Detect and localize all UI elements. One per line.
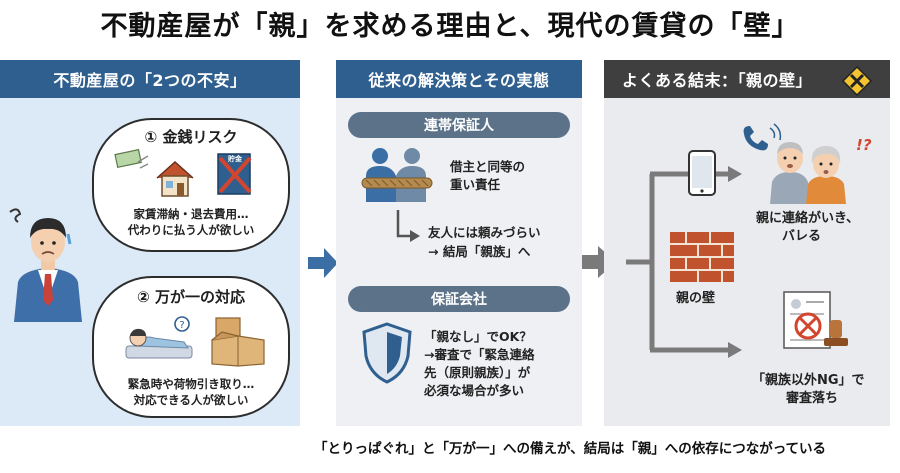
outcome2-line2: 審査落ち <box>786 391 839 406</box>
risk1-line2: 代わりに払う人が欲しい <box>127 223 255 237</box>
handshake-rope-icon <box>361 148 433 202</box>
book-label: 貯金 <box>228 155 242 163</box>
company-line3: 先（原則親族）」が <box>424 365 531 380</box>
shield-icon <box>362 322 412 384</box>
boxes-icon <box>211 317 265 367</box>
risk1-title: ① 金銭リスク <box>144 128 238 146</box>
page-title: 不動産屋が「親」を求める理由と、現代の賃貸の「壁」 <box>100 11 800 42</box>
surprise-mark: !? <box>856 136 872 154</box>
phone-icon <box>688 150 716 196</box>
sick-person-icon: ? <box>125 316 193 359</box>
risk2-line1: 緊急時や荷物引き取り… <box>127 377 255 391</box>
arrow-right-1 <box>308 248 338 278</box>
joint-guarantor-label: 連帯保証人 <box>348 112 570 138</box>
company-line1: 「親なし」でOK？ <box>424 329 532 344</box>
book-icon <box>217 153 252 195</box>
joint-line4: → 結局「親族」へ <box>428 244 531 259</box>
risk1-cloud: ① 金銭リスク 家賃滞納・退去費用… 代わりに払う人が欲しい <box>92 118 290 252</box>
parents-icon <box>743 123 846 204</box>
panel-outcome-header: よくある結末：「親の壁」 <box>604 60 890 98</box>
risk2-title: ② 万が一の対応 <box>137 288 245 306</box>
outcome1-line1: 親に連絡がいき、 <box>756 211 860 226</box>
risk2-line2: 対応できる人が欲しい <box>133 393 249 407</box>
money-icon <box>114 148 149 169</box>
joint-line2: 重い責任 <box>450 177 501 192</box>
outcome1-line2: バレる <box>782 229 822 244</box>
footer-caption: 「とりっぱぐれ」と「万が一」への備えが、結局は「親」への依存につながっている <box>314 441 827 457</box>
panel-anxieties-header: 不動産屋の「2つの不安」 <box>0 60 300 98</box>
warning-sign-icon <box>841 65 873 97</box>
company-line2: →審査で「緊急連絡 <box>424 347 535 362</box>
brick-wall-icon <box>670 232 734 282</box>
house-icon <box>156 160 194 197</box>
panel-solutions-header: 従来の解決策とその実態 <box>336 60 582 98</box>
worried-man-icon <box>9 208 82 322</box>
joint-line1: 借主と同等の <box>450 159 526 174</box>
joint-line3: 友人には頼みづらい <box>428 225 541 240</box>
guarantee-company-label: 保証会社 <box>348 286 570 312</box>
svg-text:?: ? <box>179 320 184 331</box>
company-line4: 必須な場合が多い <box>424 383 525 398</box>
arrow-right-2 <box>582 246 616 278</box>
rejected-document-icon <box>783 291 848 349</box>
elbow-arrow <box>396 210 420 242</box>
risk1-line1: 家賃滞納・退去費用… <box>133 207 249 221</box>
outcome2-line1: 「親族以外NG」で <box>752 373 865 388</box>
wall-label: 親の壁 <box>676 291 716 306</box>
